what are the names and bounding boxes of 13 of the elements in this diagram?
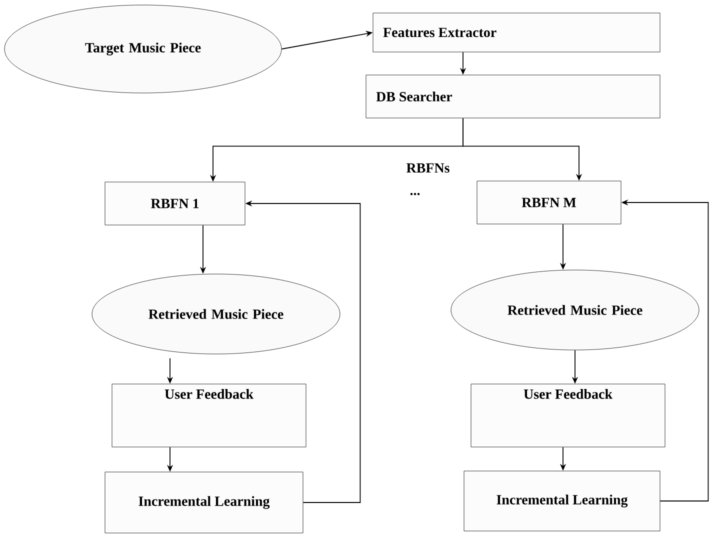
process-box: RBFN M <box>476 180 622 224</box>
process-box: DB Searcher <box>366 74 660 118</box>
process-box: User Feedback <box>112 384 306 448</box>
process-box: Incremental Learning <box>104 472 304 534</box>
group-label: RBFNs <box>406 163 450 173</box>
process-box: User Feedback <box>470 384 666 448</box>
ellipse-node: Retrieved Music Piece <box>450 270 700 350</box>
ellipse-node: Retrieved Music Piece <box>92 274 340 354</box>
process-box: RBFN 1 <box>104 182 246 226</box>
process-box: Features Extractor <box>372 12 660 52</box>
ellipse-node: Target Music Piece <box>4 4 282 94</box>
ellipsis-mark: ... <box>410 192 420 196</box>
process-box: Incremental Learning <box>464 470 660 532</box>
